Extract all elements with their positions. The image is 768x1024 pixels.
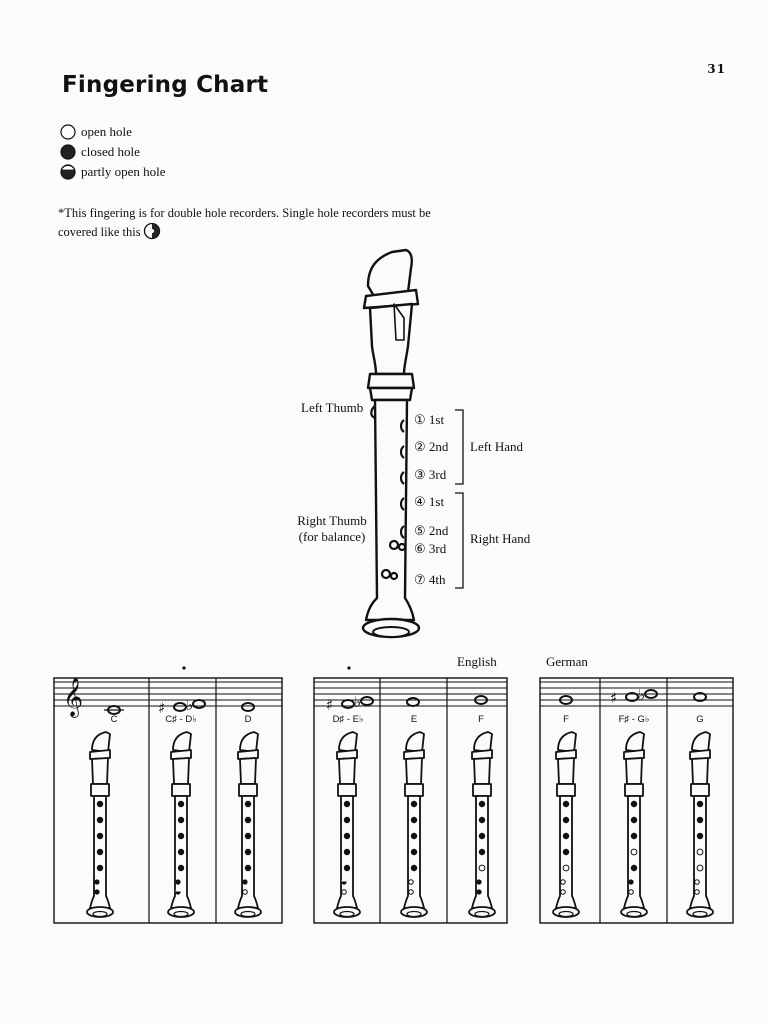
left-thumb-label: Left Thumb <box>301 400 364 415</box>
note-line-2: covered like this <box>58 225 141 239</box>
hole-6-number: ⑥ <box>414 541 426 556</box>
note-label-f-german: F <box>563 714 569 725</box>
note-head-4 <box>406 697 420 707</box>
note-label-d-sharp: D♯ - E♭ <box>332 714 364 725</box>
hole-1-label: 1st <box>428 412 445 427</box>
hole-4: ④ 1st <box>414 494 444 510</box>
fingering-group-3 <box>539 677 734 924</box>
mini-recorder-8 <box>686 731 714 918</box>
legend-closed-label: closed hole <box>81 144 140 159</box>
hole-1: ① 1st <box>414 412 444 428</box>
legend-partly-hole: partly open hole <box>60 162 165 182</box>
hole-4-number: ④ <box>414 494 426 509</box>
mini-recorder-3 <box>333 731 361 918</box>
note-label-e: E <box>410 714 418 725</box>
mini-recorder-5 <box>468 731 496 918</box>
hole-3-label: 3rd <box>428 467 447 482</box>
svg-text:♯: ♯ <box>326 696 333 714</box>
note-line-2-wrap: covered like this <box>58 222 498 241</box>
half-covered-hole-icon <box>143 222 160 240</box>
legend-partly-label: partly open hole <box>81 164 166 179</box>
hole-6: ⑥ 3rd <box>414 541 446 557</box>
note-head-5 <box>474 695 488 705</box>
note-line-1: *This fingering is for double hole recor… <box>58 206 431 220</box>
fingering-group-1: 𝄞 <box>53 666 283 924</box>
hole-2: ② 2nd <box>414 439 448 455</box>
legend-closed-hole: closed hole <box>60 142 165 162</box>
legend-open-label: open hole <box>81 124 132 139</box>
mini-recorder-7 <box>620 731 648 918</box>
hole-7-label: 4th <box>428 572 446 587</box>
note-head-6 <box>559 695 573 705</box>
note-label-c: C <box>110 714 118 725</box>
note-head-7: ♯♭ <box>610 686 658 707</box>
closed-hole-icon <box>60 144 76 160</box>
hole-4-label: 1st <box>428 494 445 509</box>
left-hand-label: Left Hand <box>470 439 524 454</box>
hole-2-label: 2nd <box>428 439 449 454</box>
right-thumb-label: Right Thumb (for balance) <box>290 513 374 545</box>
page-number: 31 <box>707 62 726 76</box>
note-head-2 <box>241 702 255 712</box>
note-label-c-sharp: C♯ - D♭ <box>165 714 197 725</box>
svg-text:♯: ♯ <box>610 689 617 707</box>
mini-recorder-0 <box>86 731 114 918</box>
hole-5: ⑤ 2nd <box>414 523 448 539</box>
mini-recorder-6 <box>552 731 580 918</box>
hole-5-number: ⑤ <box>414 523 426 538</box>
hole-1-number: ① <box>414 412 426 427</box>
note-label-f-english: F <box>478 714 484 725</box>
german-header: German <box>546 654 588 669</box>
svg-text:♭: ♭ <box>354 693 361 711</box>
svg-text:♭: ♭ <box>186 696 193 714</box>
right-hand-label: Right Hand <box>470 531 531 546</box>
mini-recorder-1 <box>167 731 195 918</box>
note-label-g: G <box>696 714 704 725</box>
mini-recorders <box>86 731 714 918</box>
hole-2-number: ② <box>414 439 426 454</box>
english-header: English <box>457 654 497 669</box>
partly-open-hole-icon <box>60 164 76 180</box>
mini-recorder-2 <box>234 731 262 918</box>
mini-recorder-4 <box>400 731 428 918</box>
note-label-f-sharp: F♯ - G♭ <box>618 714 650 725</box>
note-head-3: ♯♭ <box>326 693 374 714</box>
hole-7-number: ⑦ <box>414 572 426 587</box>
hole-5-label: 2nd <box>428 523 449 538</box>
note-label-d: D <box>244 714 252 725</box>
note-head-0 <box>104 705 124 715</box>
legend: open hole closed hole partly open hole <box>60 122 165 182</box>
hole-7: ⑦ 4th <box>414 572 446 588</box>
note-head-8 <box>693 692 707 702</box>
note-heads: ♯♭♯♭♯♭ <box>104 686 707 717</box>
open-hole-icon <box>60 124 76 140</box>
hole-6-label: 3rd <box>428 541 447 556</box>
double-hole-note: *This fingering is for double hole recor… <box>58 205 498 241</box>
legend-open-hole: open hole <box>60 122 165 142</box>
svg-text:♯: ♯ <box>158 699 165 717</box>
note-head-1: ♯♭ <box>158 696 206 717</box>
fingering-group-2 <box>313 666 508 924</box>
right-thumb-line-2: (for balance) <box>298 529 366 544</box>
page-title: Fingering Chart <box>62 72 269 98</box>
right-thumb-line-1: Right Thumb <box>297 513 367 528</box>
svg-text:♭: ♭ <box>638 686 645 704</box>
treble-clef-icon: 𝄞 <box>63 677 83 718</box>
hole-3-number: ③ <box>414 467 426 482</box>
hole-3: ③ 3rd <box>414 467 446 483</box>
